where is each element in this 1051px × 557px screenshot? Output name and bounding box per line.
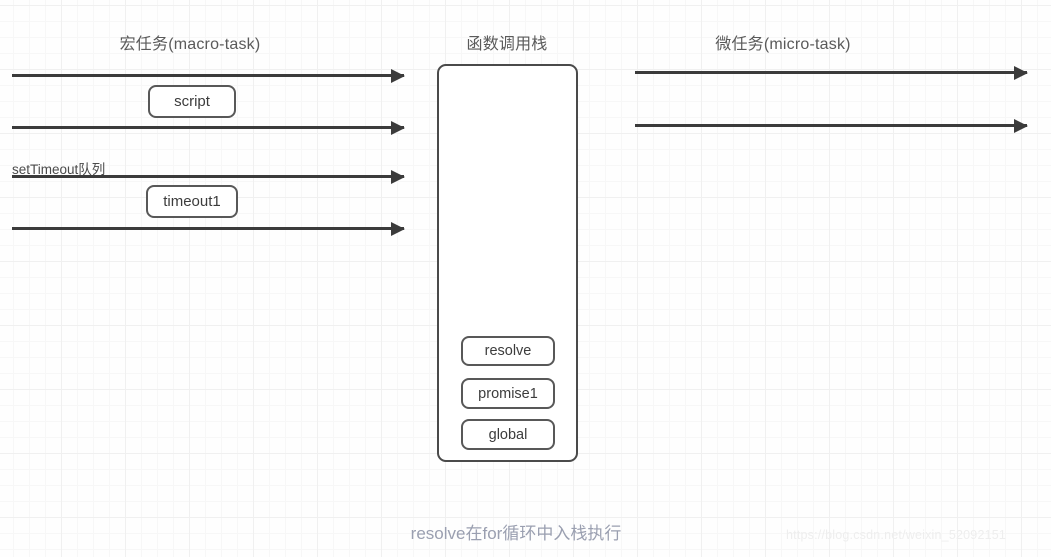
- arrow-head-icon: [391, 68, 405, 83]
- arrow-shaft: [635, 71, 1027, 74]
- call-stack-title: 函数调用栈: [466, 36, 548, 53]
- diagram-caption: resolve在for循环中入栈执行: [410, 524, 622, 543]
- stack-frame-label: global: [488, 426, 528, 443]
- stack-frame-global: global: [461, 419, 555, 450]
- stack-frame-label: promise1: [478, 385, 538, 402]
- macro-arrow-3: [12, 169, 405, 184]
- arrow-head-icon: [1014, 65, 1028, 80]
- arrow-shaft: [12, 175, 404, 178]
- arrow-shaft: [12, 227, 404, 230]
- macro-arrow-4: [12, 221, 405, 236]
- micro-arrow-1: [635, 65, 1028, 80]
- arrow-shaft: [12, 74, 404, 77]
- stack-frame-label: resolve: [484, 343, 532, 359]
- task-box-label: script: [174, 93, 210, 110]
- settimeout-queue-label: setTimeout队列: [12, 162, 106, 177]
- arrow-head-icon: [391, 120, 405, 135]
- watermark-url: https://blog.csdn.net/weixin_52092151: [786, 528, 1007, 542]
- task-box-label: timeout1: [163, 193, 221, 210]
- task-box-script: script: [148, 85, 236, 118]
- arrow-shaft: [635, 124, 1027, 127]
- macro-arrow-2: [12, 120, 405, 135]
- arrow-head-icon: [391, 221, 405, 236]
- task-box-timeout1: timeout1: [146, 185, 238, 218]
- arrow-head-icon: [1014, 118, 1028, 133]
- micro-arrow-2: [635, 118, 1028, 133]
- stack-frame-promise1: promise1: [461, 378, 555, 409]
- macro-task-title: 宏任务(macro-task): [119, 36, 261, 53]
- arrow-shaft: [12, 126, 404, 129]
- micro-task-title: 微任务(micro-task): [715, 36, 851, 53]
- stack-frame-resolve: resolve: [461, 336, 555, 366]
- macro-arrow-1: [12, 68, 405, 83]
- arrow-head-icon: [391, 169, 405, 184]
